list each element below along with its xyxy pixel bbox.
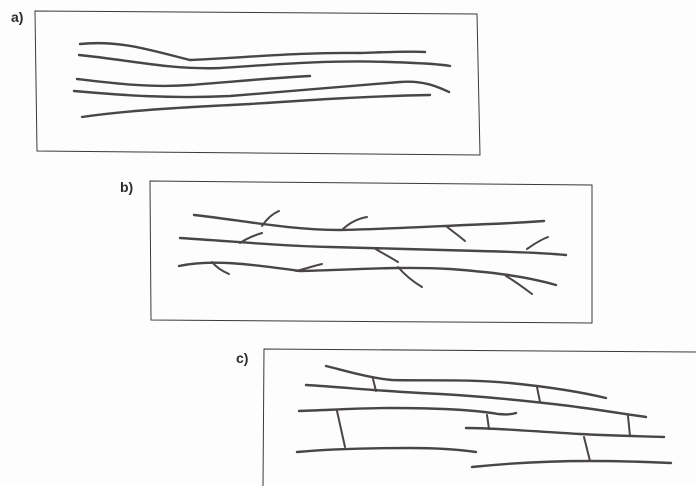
panel-b-label: b) [120,180,133,194]
side-branch [262,211,279,226]
cross-linked-chain [326,366,606,398]
cross-linked-chain [466,428,664,437]
branched-chain-backbone [180,238,566,255]
linear-chain [80,43,425,60]
cross-link [537,387,540,402]
side-branch [240,233,262,243]
cross-link [487,415,489,429]
branched-chain-backbone [179,263,556,285]
cross-link [337,411,345,447]
side-branch [527,237,548,249]
cross-linked-chain [297,448,476,452]
panel-c [263,349,696,486]
side-branch [398,267,422,287]
panel-a-label: a) [11,10,23,24]
cross-linked-chain [299,408,516,414]
panel-a [35,11,480,155]
side-branch [342,217,367,230]
linear-chain [77,76,310,86]
cross-link [584,437,590,461]
side-branch [446,226,465,241]
side-branch [374,248,398,262]
branched-chain-backbone [194,215,544,230]
panel-b [150,181,592,323]
cross-linked-chain [472,461,671,467]
linear-chain [82,95,430,117]
cross-link [628,416,630,436]
panel-c-label: c) [236,351,248,365]
